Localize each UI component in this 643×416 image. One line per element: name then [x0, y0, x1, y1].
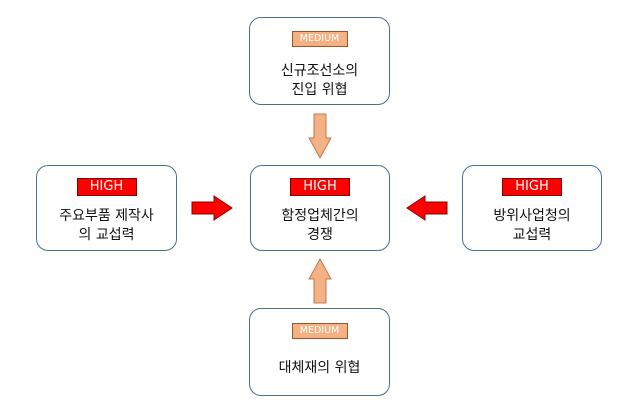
node-label-right-line-1: 방위사업청의 — [493, 208, 571, 224]
threat-level-badge-left: HIGH — [76, 178, 137, 196]
threat-level-badge-bottom: MEDIUM — [291, 323, 348, 339]
node-label-left: 주요부품 제작사 의 교섭력 — [41, 207, 172, 245]
node-label-right-line-2: 교섭력 — [512, 227, 552, 243]
arrow-up-icon — [308, 257, 332, 304]
node-supplier-power: HIGH 주요부품 제작사 의 교섭력 — [36, 165, 177, 251]
node-industry-rivalry: HIGH 함정업체간의 경쟁 — [250, 165, 390, 251]
node-label-center-line-1: 함정업체간의 — [281, 208, 359, 224]
arrow-right-icon — [191, 195, 233, 221]
node-label-bottom: 대체재의 위협 — [254, 359, 385, 378]
threat-level-badge-top: MEDIUM — [291, 31, 348, 47]
node-label-center-line-2: 경쟁 — [307, 227, 333, 243]
node-label-left-line-1: 주요부품 제작사 — [59, 208, 154, 224]
node-buyer-power: HIGH 방위사업청의 교섭력 — [462, 165, 602, 251]
arrow-down-icon — [308, 113, 332, 160]
node-label-center: 함정업체간의 경쟁 — [255, 207, 385, 245]
node-label-top-line-1: 신규조선소의 — [280, 63, 359, 79]
node-label-top-line-2: 진입 위협 — [291, 82, 348, 98]
node-label-top: 신규조선소의 진입 위협 — [254, 62, 385, 100]
node-substitute-threat: MEDIUM 대체재의 위협 — [249, 308, 390, 396]
node-label-right: 방위사업청의 교섭력 — [467, 207, 597, 245]
arrow-left-icon — [406, 195, 448, 221]
threat-level-badge-right: HIGH — [502, 178, 562, 196]
node-label-left-line-2: 의 교섭력 — [78, 227, 135, 243]
node-new-shipyard-entry: MEDIUM 신규조선소의 진입 위협 — [249, 17, 390, 105]
node-label-bottom-line-1: 대체재의 위협 — [278, 360, 361, 376]
threat-level-badge-center: HIGH — [290, 178, 350, 196]
